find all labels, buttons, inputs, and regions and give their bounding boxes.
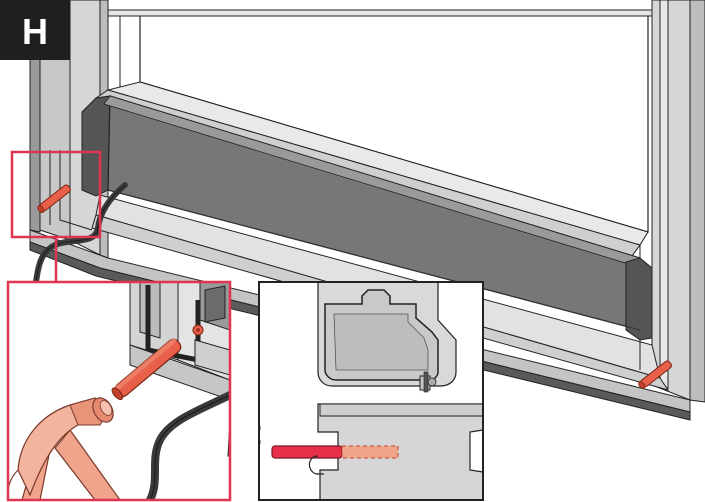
step-badge: H	[0, 0, 70, 60]
operator-cover	[81, 95, 653, 341]
left-detail-callout	[6, 280, 232, 502]
hammer-icon	[8, 397, 121, 500]
right-detail-callout	[258, 281, 484, 501]
pin-icon	[638, 360, 672, 389]
step-label: H	[22, 11, 48, 52]
pin-icon	[271, 445, 399, 459]
pin-icon	[111, 338, 182, 401]
pin-icon	[37, 184, 71, 213]
